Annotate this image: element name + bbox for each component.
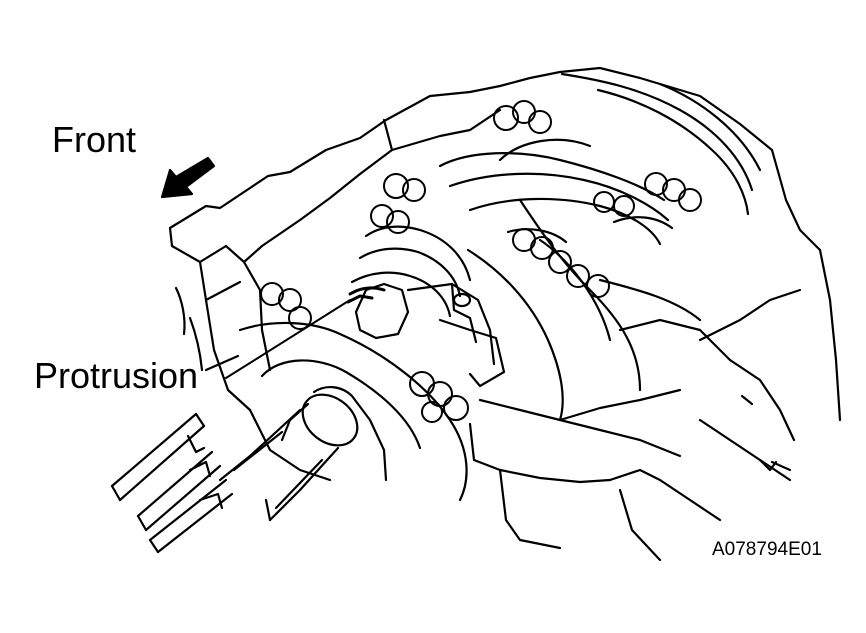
cylinder-block — [168, 66, 822, 412]
left-side-tubes — [110, 412, 234, 554]
protrusion-label: Protrusion — [34, 355, 199, 396]
front-arrow-icon — [160, 156, 216, 199]
lower-block-rail — [248, 248, 842, 562]
front-label: Front — [52, 119, 137, 160]
bearing-cap-bolts — [260, 100, 702, 423]
connecting-rod-bearing — [346, 225, 506, 388]
figure-code: A078794E01 — [712, 539, 822, 560]
crankshaft — [438, 138, 732, 422]
crank-pulley-assembly — [218, 321, 468, 522]
protrusion-leader-line — [225, 299, 351, 379]
